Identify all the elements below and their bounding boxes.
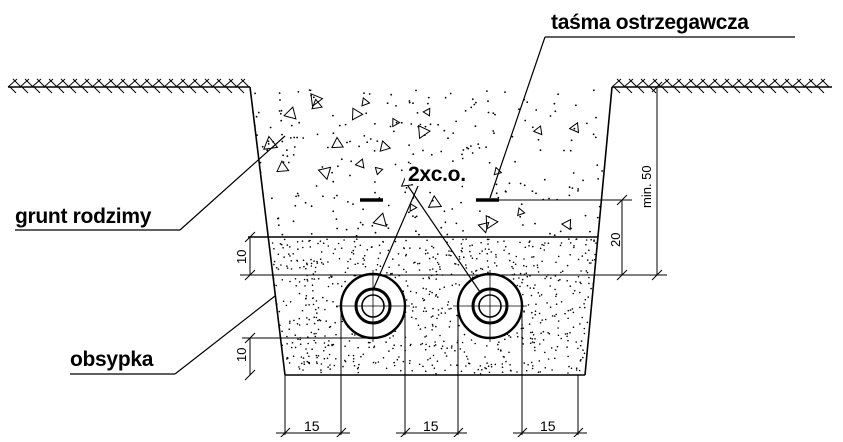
dimension-cover-above-bedding: 20	[608, 233, 623, 247]
ground-surface-right	[611, 78, 832, 94]
bedding-sand-zone	[268, 238, 598, 375]
label-native-soil: grunt rodzimy	[15, 205, 152, 228]
dimension-line-cover	[499, 194, 632, 281]
leader-warning-tape	[489, 36, 795, 199]
ground-surface-left	[7, 78, 250, 94]
dimension-gap-right: 15	[540, 418, 556, 434]
label-pipes: 2xc.o.	[408, 163, 466, 186]
dimension-line-spacing	[276, 306, 587, 439]
dimension-depth-total: min. 50	[639, 165, 654, 208]
dimension-gap-left: 15	[304, 418, 320, 434]
label-pipes-background	[405, 164, 490, 184]
dimension-line-bedding-bottom	[242, 332, 373, 381]
leader-bedding	[70, 295, 276, 375]
label-warning-tape: taśma ostrzegawcza	[551, 11, 749, 34]
pipe-right	[453, 270, 527, 342]
dimension-bedding-bottom: 10	[234, 348, 249, 362]
trench-outline	[249, 86, 613, 376]
pipe-left	[336, 270, 410, 342]
dimension-bedding-top: 10	[234, 250, 249, 264]
dimension-line-bedding-top	[240, 231, 598, 281]
dimension-line-depth	[598, 81, 667, 281]
dimension-gap-middle: 15	[423, 418, 439, 434]
leader-pipes	[372, 185, 481, 293]
leader-native-soil	[15, 135, 286, 231]
label-bedding: obsypka	[70, 348, 154, 371]
